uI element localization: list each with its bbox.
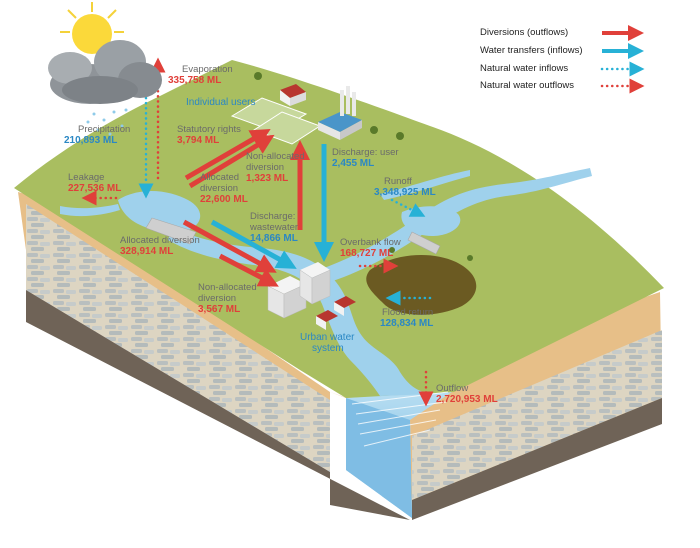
value-runoff: 3,348,925 ML xyxy=(374,187,436,198)
label-leakage: Leakage xyxy=(68,172,105,183)
label-nonalloc-urban-1: Non-allocated xyxy=(198,282,257,293)
label-overbank: Overbank flow xyxy=(340,237,401,248)
sun-icon xyxy=(60,2,124,54)
river-east xyxy=(318,168,592,282)
urban-buildings xyxy=(267,262,356,330)
legend-natural-inflows: Natural water inflows xyxy=(480,63,569,74)
label-alloc-urban: Allocated diversion xyxy=(120,235,200,246)
legend-transfers: Water transfers (inflows) xyxy=(480,45,583,56)
creek-left xyxy=(60,204,120,217)
value-leakage: 227,536 ML xyxy=(68,183,122,194)
value-evaporation: 335,758 ML xyxy=(168,75,222,86)
waterfall-face xyxy=(346,398,412,518)
label-evaporation: Evaporation xyxy=(182,64,233,75)
label-statutory: Statutory rights xyxy=(177,124,241,135)
label-nonalloc-user-1: Non-allocated xyxy=(246,151,305,162)
value-alloc-user: 22,600 ML xyxy=(200,194,248,205)
label-alloc-user-1: Allocated xyxy=(200,172,240,183)
creek-right xyxy=(380,170,470,200)
block-left-rock xyxy=(26,290,410,520)
legend-natural-outflows: Natural water outflows xyxy=(480,80,574,91)
label-runoff: Runoff xyxy=(384,176,412,187)
label-flood-return: Flood return xyxy=(382,307,434,318)
value-discharge-ww: 14,866 ML xyxy=(250,233,298,244)
arrow-nonalloc-user xyxy=(188,134,275,189)
block-right-rock xyxy=(412,398,662,520)
block-left-strata xyxy=(26,204,330,472)
land-surface xyxy=(14,60,664,398)
block-right-strata xyxy=(412,330,662,500)
label-urban-1: Urban water xyxy=(300,332,355,343)
label-discharge-ww-2: wastewater xyxy=(250,222,299,233)
value-statutory: 3,794 ML xyxy=(177,135,220,146)
value-alloc-urban: 328,914 ML xyxy=(120,246,174,257)
legend-diversions: Diversions (outflows) xyxy=(480,27,569,38)
farmhouse xyxy=(280,84,306,106)
label-discharge-ww-1: Discharge: xyxy=(250,211,296,222)
dam-wall-west xyxy=(145,217,197,245)
label-urban-2: system xyxy=(312,343,344,354)
label-individual-users: Individual users xyxy=(186,97,256,108)
cloud-icon xyxy=(48,40,162,104)
factory xyxy=(318,86,362,140)
value-overbank: 168,727 ML xyxy=(340,248,394,259)
arrow-statutory xyxy=(184,128,271,181)
value-outflow: 2,720,953 ML xyxy=(436,394,498,405)
arrow-discharge-ww xyxy=(210,219,297,269)
arrow-alloc-urban xyxy=(182,219,277,273)
label-nonalloc-user-2: diversion xyxy=(246,162,285,173)
rain-drops xyxy=(86,108,128,136)
trees xyxy=(254,72,473,261)
arrow-runoff xyxy=(390,198,426,217)
river-main xyxy=(168,228,432,396)
label-nonalloc-urban-2: diversion xyxy=(198,293,237,304)
dam-lake xyxy=(118,190,201,232)
dam-wall-east xyxy=(407,231,441,255)
value-flood-return: 128,834 ML xyxy=(380,318,434,329)
value-nonalloc-user: 1,323 ML xyxy=(246,173,289,184)
value-nonalloc-urban: 3,567 ML xyxy=(198,304,241,315)
arrow-nonalloc-urban xyxy=(218,253,279,287)
value-precipitation: 210,893 ML xyxy=(64,135,118,146)
label-precipitation: Precipitation xyxy=(78,124,131,135)
label-outflow: Outflow xyxy=(436,383,469,394)
value-discharge-user: 2,455 ML xyxy=(332,158,375,169)
label-alloc-user-2: diversion xyxy=(200,183,239,194)
label-discharge-user: Discharge: user xyxy=(332,147,399,158)
